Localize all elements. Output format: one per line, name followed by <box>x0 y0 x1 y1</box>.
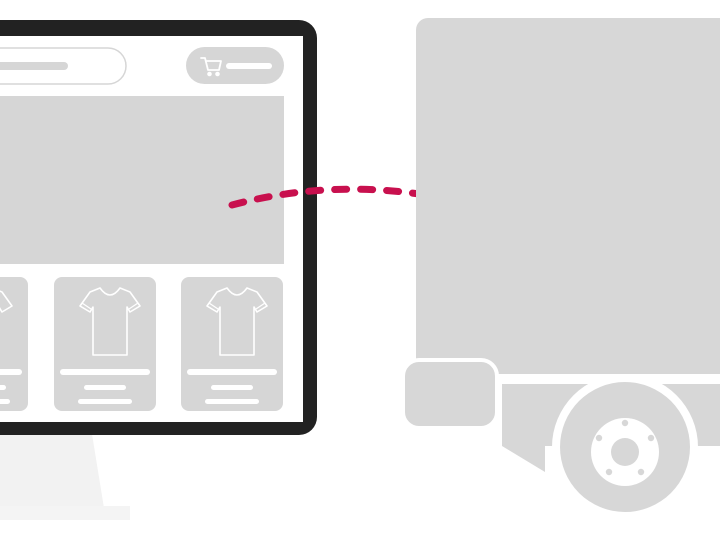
monitor-stand <box>0 434 104 508</box>
search-bar[interactable] <box>0 47 127 85</box>
truck-cab <box>401 358 499 430</box>
monitor-stand-base <box>0 506 130 520</box>
delivery-truck <box>401 18 720 520</box>
desktop-monitor <box>0 20 317 520</box>
truck-cargo-box <box>416 18 720 374</box>
product-card[interactable] <box>0 277 28 411</box>
cart-button[interactable] <box>186 47 284 84</box>
product-grid <box>0 277 283 411</box>
dashed-arrow-line <box>228 185 466 209</box>
tshirt-icon <box>206 287 268 356</box>
tshirt-icon <box>79 287 141 356</box>
product-card[interactable] <box>54 277 156 411</box>
product-card[interactable] <box>181 277 283 411</box>
search-bar-text-placeholder <box>0 62 68 70</box>
hero-banner <box>0 96 284 264</box>
cart-label-placeholder <box>226 63 272 69</box>
truck-wheel <box>552 374 698 520</box>
cart-icon <box>200 57 222 77</box>
